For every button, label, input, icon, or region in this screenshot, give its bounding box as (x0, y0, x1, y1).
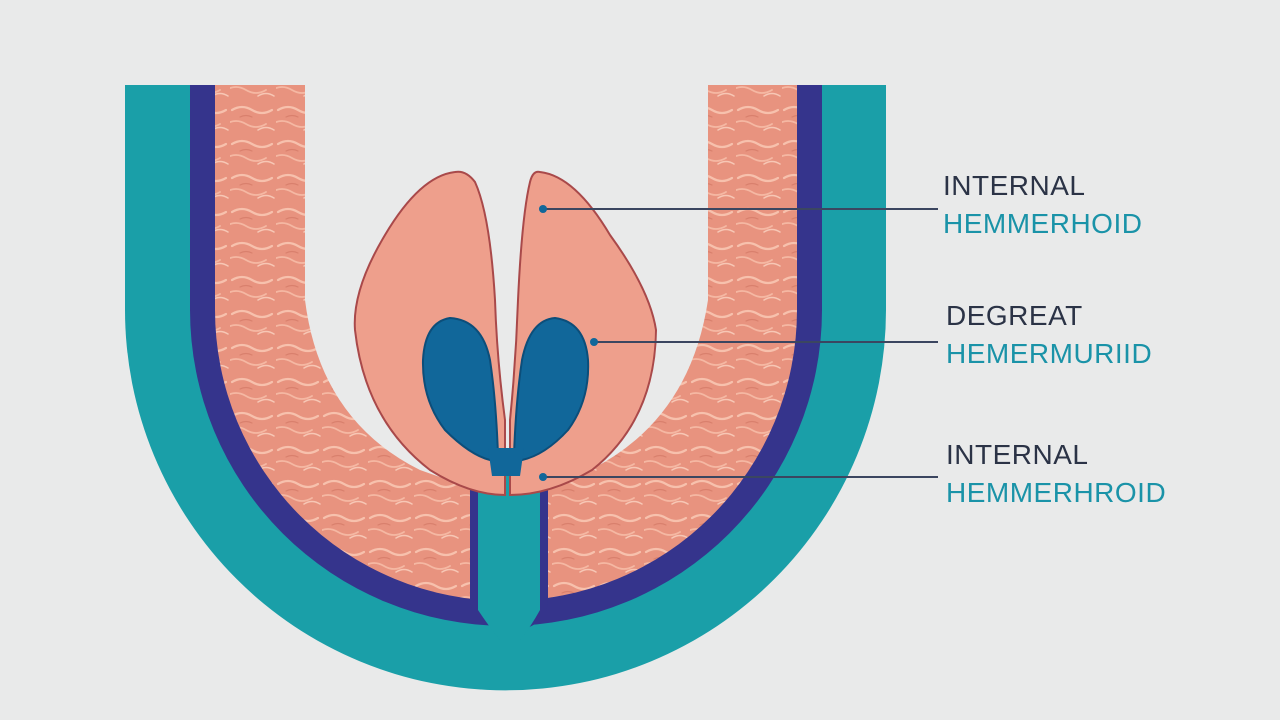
callout-label-2: DEGREAT HEMERMURIID (946, 302, 1152, 368)
callout-label-1-line2: HEMMERHOID (943, 208, 1143, 239)
callout-label-2-line2: HEMERMURIID (946, 338, 1153, 369)
vein-neck (488, 448, 524, 476)
callout-label-2-line1: DEGREAT (946, 300, 1083, 331)
callout-label-3-line2: HEMMERHROID (946, 477, 1167, 508)
callout-label-3: INTERNAL HEMMERHROID (946, 441, 1166, 507)
dot-marker-icon (590, 338, 598, 346)
callout-label-1: INTERNAL HEMMERHOID (943, 172, 1142, 238)
dot-marker-icon (539, 473, 547, 481)
callout-label-3-line1: INTERNAL (946, 439, 1089, 470)
vein-right (512, 316, 590, 462)
dot-marker-icon (539, 205, 547, 213)
vein-left (421, 316, 500, 462)
anal-canal (478, 470, 540, 640)
callout-label-1-line1: INTERNAL (943, 170, 1086, 201)
